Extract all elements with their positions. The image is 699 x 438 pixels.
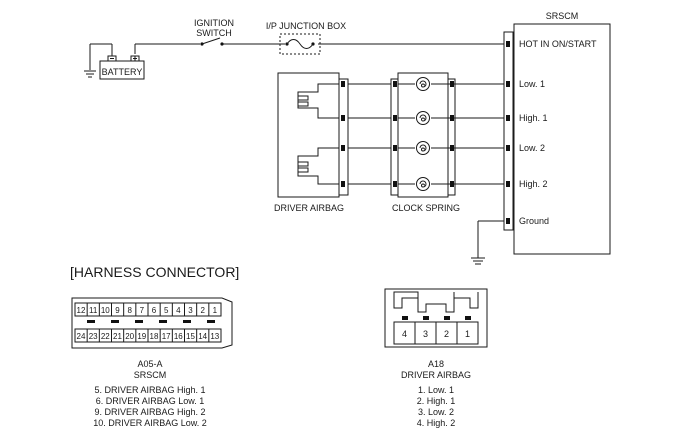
- a18-code: A18: [428, 359, 444, 369]
- a05a-pin-cell: 11: [89, 306, 98, 315]
- driver-airbag-squib-1: [297, 83, 339, 119]
- a18-cell: 2: [444, 329, 449, 339]
- a18-name: DRIVER AIRBAG: [401, 370, 471, 380]
- clock-spring-coil-icon: [416, 77, 430, 191]
- clock-spring-box: [397, 72, 449, 198]
- ignition-switch-label-1: IGNITION: [194, 18, 234, 28]
- a18-pin-desc: 2. High. 1: [417, 396, 456, 406]
- connector-pin-markers: [341, 81, 454, 187]
- srscm-pin-ground: Ground: [519, 216, 549, 226]
- a18-connector: [384, 288, 488, 348]
- clock-spring-connector-left: [390, 78, 399, 196]
- a05a-pin-cell: 4: [176, 306, 181, 315]
- a05a-pin-cell: 12: [77, 306, 86, 315]
- battery-icon: [89, 43, 145, 80]
- a05a-connector: [71, 297, 233, 349]
- a05a-pin-cell: 24: [77, 332, 86, 341]
- driver-airbag-label: DRIVER AIRBAG: [274, 203, 344, 213]
- a05a-pin-cell: 22: [101, 332, 110, 341]
- srscm-connector-strip: [503, 31, 514, 231]
- ground-icon: [84, 70, 96, 78]
- battery-label: BATTERY: [102, 67, 143, 77]
- a05a-code: A05-A: [137, 359, 162, 369]
- hot-wire: [134, 43, 508, 54]
- a18-pin-desc: 4. High. 2: [417, 418, 456, 428]
- a18-cell: 1: [465, 329, 470, 339]
- a05a-pin-desc: 5. DRIVER AIRBAG High. 1: [94, 385, 205, 395]
- a05a-pin-cell: 20: [125, 332, 134, 341]
- a05a-pin-cell: 23: [89, 332, 98, 341]
- srscm-pin-markers: [506, 41, 510, 224]
- a05a-pin-desc: 10. DRIVER AIRBAG Low. 2: [93, 418, 207, 428]
- a05a-pin-cell: 5: [164, 306, 169, 315]
- a05a-pin-cell: 18: [150, 332, 159, 341]
- ignition-switch-label-2: SWITCH: [196, 28, 232, 38]
- a05a-pin-cell: 21: [113, 332, 122, 341]
- a18-cell: 3: [423, 329, 428, 339]
- srscm-box: [513, 23, 611, 255]
- clock-spring-label: CLOCK SPRING: [392, 203, 460, 213]
- a05a-pin-desc: 9. DRIVER AIRBAG High. 2: [94, 407, 205, 417]
- a05a-pin-cell: 9: [115, 306, 120, 315]
- a05a-name: SRSCM: [134, 370, 167, 380]
- srscm-pin-high1: High. 1: [519, 113, 548, 123]
- a05a-pin-desc: 6. DRIVER AIRBAG Low. 1: [96, 396, 205, 406]
- a05a-top-row: 12 11 10 9 8 7 6 5 4 3 2 1: [77, 306, 218, 315]
- a18-cell: 4: [402, 329, 407, 339]
- a05a-pin-cell: 15: [186, 332, 195, 341]
- a05a-pin-cell: 17: [162, 332, 171, 341]
- switch-icon: [200, 37, 224, 46]
- srscm-pin-high2: High. 2: [519, 179, 548, 189]
- harness-connector-title: [HARNESS CONNECTOR]: [70, 264, 239, 280]
- a05a-pin-cell: 7: [140, 306, 145, 315]
- a05a-pin-cell: 19: [137, 332, 146, 341]
- srscm-title: SRSCM: [546, 11, 579, 21]
- driver-airbag-connector: [338, 78, 349, 196]
- a05a-pin-cell: 14: [198, 332, 207, 341]
- a05a-pin-cell: 6: [152, 306, 157, 315]
- srscm-pin-hot: HOT IN ON/START: [519, 39, 597, 49]
- junction-box-label: I/P JUNCTION BOX: [266, 21, 346, 31]
- ground-wire: [471, 220, 504, 265]
- srscm-pin-low1: Low. 1: [519, 79, 545, 89]
- a05a-pin-cell: 3: [188, 306, 193, 315]
- a05a-pin-cell: 2: [200, 306, 205, 315]
- a05a-pin-cell: 8: [127, 306, 132, 315]
- junction-box: [279, 33, 321, 55]
- a05a-pin-cell: 1: [213, 306, 218, 315]
- a18-pin-desc: 1. Low. 1: [418, 385, 454, 395]
- srscm-pin-low2: Low. 2: [519, 143, 545, 153]
- a05a-pin-cell: 16: [174, 332, 183, 341]
- clock-spring-connector-right: [447, 78, 456, 196]
- driver-airbag-squib-2: [297, 147, 339, 185]
- a05a-pin-cell: 13: [210, 332, 219, 341]
- fuse-icon: [285, 39, 315, 49]
- a05a-bottom-row: 24 23 22 21 20 19 18 17 16 15 14 13: [77, 332, 220, 341]
- a18-pin-desc: 3. Low. 2: [418, 407, 454, 417]
- a05a-pin-cell: 10: [101, 306, 110, 315]
